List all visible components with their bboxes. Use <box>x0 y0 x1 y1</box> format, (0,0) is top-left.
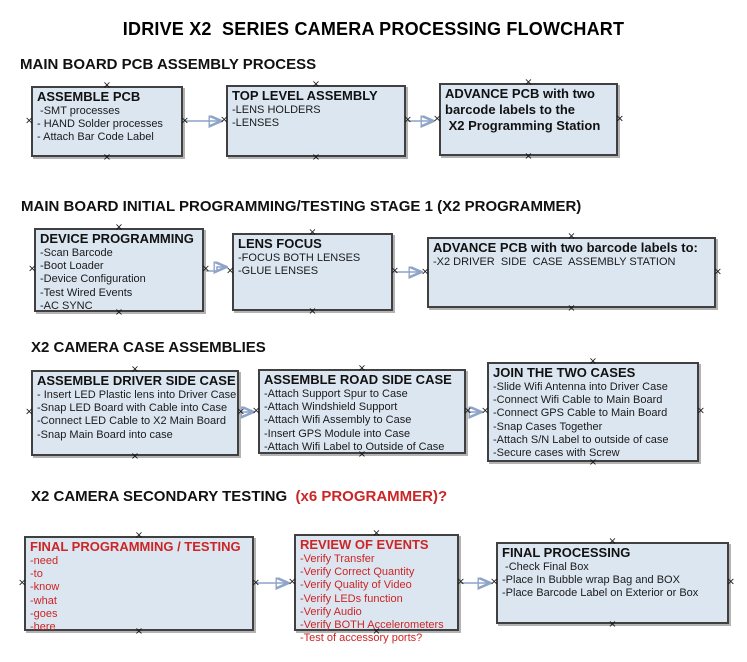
box-device-programming[interactable]: ×××× DEVICE PROGRAMMING -Scan Barcode-Bo… <box>28 223 210 318</box>
box-items: -Slide Wifi Antenna into Driver Case-Con… <box>493 381 694 460</box>
box-items: -LENS HOLDERS-LENSES <box>232 104 401 130</box>
box-item: -Attach Wifi Label to Outside of Case <box>264 440 445 453</box>
box-title: TOP LEVEL ASSEMBLY <box>232 88 378 103</box>
box-item: -Snap Main Board into case <box>37 428 173 441</box>
box-item: -GLUE LENSES <box>238 265 319 278</box>
box-item: -Test of accessory ports? <box>300 632 423 645</box>
section-heading-red-part: (x6 PROGRAMMER)? <box>291 488 448 505</box>
box-items: -need-to-know-what-goes-here <box>30 555 249 634</box>
box-items: -SMT processes- HAND Solder processes- A… <box>37 105 178 145</box>
box-item: -Device Configuration <box>40 273 146 286</box>
box-item: -Snap LED Board with Cable into Case <box>37 402 228 415</box>
box-item: -Insert GPS Module into Case <box>264 427 411 440</box>
section-heading-initial-programming: MAIN BOARD INITIAL PROGRAMMING/TESTING S… <box>21 198 582 215</box>
box-items: -X2 DRIVER SIDE CASE ASSEMBLY STATION <box>433 256 711 269</box>
box-item: -Check Final Box <box>502 561 589 573</box>
box-item: -LENSES <box>232 117 280 130</box>
box-item: -Slide Wifi Antenna into Driver Case <box>493 381 668 393</box>
section-heading-case-assemblies: X2 CAMERA CASE ASSEMBLIES <box>31 339 266 356</box>
box-assemble-road-side-case[interactable]: ×××× ASSEMBLE ROAD SIDE CASE -Attach Sup… <box>252 364 472 460</box>
box-assemble-driver-side-case[interactable]: ×××× ASSEMBLE DRIVER SIDE CASE - Insert … <box>25 365 245 462</box>
box-item: -Attach S/N Label to outside of case <box>493 433 669 446</box>
box-item: -AC SYNC <box>40 299 93 312</box>
box-lens-focus[interactable]: ×××× LENS FOCUS -FOCUS BOTH LENSES-GLUE … <box>226 228 399 317</box>
box-items: -Verify Transfer-Verify Correct Quantity… <box>300 553 454 645</box>
box-item: -here <box>30 621 56 634</box>
box-item: -Connect Wifi Cable to Main Board <box>493 394 663 407</box>
box-item: -SMT processes <box>37 105 120 117</box>
box-item: -Verify Transfer <box>300 553 375 565</box>
box-title: ADVANCE PCB with two barcode labels to t… <box>445 86 601 133</box>
box-title: REVIEW OF EVENTS <box>300 537 429 552</box>
box-advance-pcb-driver-side-station[interactable]: ×××× ADVANCE PCB with two barcode labels… <box>421 232 722 314</box>
box-title: ASSEMBLE ROAD SIDE CASE <box>264 372 452 387</box>
box-item: -what <box>30 594 57 607</box>
box-item: -Verify BOTH Accelerometers <box>300 619 444 632</box>
section-heading-pcb-assembly: MAIN BOARD PCB ASSEMBLY PROCESS <box>20 56 317 73</box>
box-item: -Connect GPS Cable to Main Board <box>493 407 668 420</box>
box-item: -Test Wired Events <box>40 286 133 299</box>
box-title: FINAL PROGRAMMING / TESTING <box>30 539 241 554</box>
box-final-processing[interactable]: ×××× FINAL PROCESSING -Check Final Box-P… <box>490 537 735 630</box>
page-title: IDRIVE X2 SERIES CAMERA PROCESSING FLOWC… <box>122 19 625 39</box>
box-title: LENS FOCUS <box>238 236 322 251</box>
box-item: -need <box>30 555 59 567</box>
box-title: ADVANCE PCB with two barcode labels to: <box>433 240 698 255</box>
box-item: -Place In Bubble wrap Bag and BOX <box>502 574 680 587</box>
box-item: -Scan Barcode <box>40 247 113 259</box>
box-item: -FOCUS BOTH LENSES <box>238 252 361 264</box>
box-title: FINAL PROCESSING <box>502 545 631 560</box>
box-item: -Place Barcode Label on Exterior or Box <box>502 587 699 600</box>
box-final-programming-testing[interactable]: ×××× FINAL PROGRAMMING / TESTING -need-t… <box>18 531 260 637</box>
box-item: - Insert LED Plastic lens into Driver Ca… <box>37 389 237 401</box>
box-item: -Verify LEDs function <box>300 592 403 605</box>
box-items: - Insert LED Plastic lens into Driver Ca… <box>37 389 237 442</box>
box-item: -goes <box>30 607 58 620</box>
box-item: -Verify Quality of Video <box>300 579 412 592</box>
box-title: JOIN THE TWO CASES <box>493 365 636 380</box>
box-join-the-two-cases[interactable]: ×××× JOIN THE TWO CASES -Slide Wifi Ante… <box>481 357 705 468</box>
box-item: -Verify Correct Quantity <box>300 566 415 579</box>
box-item: -X2 DRIVER SIDE CASE ASSEMBLY STATION <box>433 256 676 268</box>
box-item: -Attach Windshield Support <box>264 401 398 414</box>
box-title: ASSEMBLE PCB <box>37 89 141 104</box>
box-item: - HAND Solder processes <box>37 118 163 131</box>
section-heading-black-part: X2 CAMERA SECONDARY TESTING <box>31 488 292 505</box>
box-title: DEVICE PROGRAMMING <box>40 231 194 246</box>
box-top-level-assembly[interactable]: ×××× TOP LEVEL ASSEMBLY -LENS HOLDERS-LE… <box>220 80 412 163</box>
box-item: -Connect LED Cable to X2 Main Board <box>37 415 226 428</box>
box-review-of-events[interactable]: ×××× REVIEW OF EVENTS -Verify Transfer-V… <box>288 529 465 645</box>
box-advance-pcb-programming-station[interactable]: ×××× ADVANCE PCB with two barcode labels… <box>433 78 624 162</box>
box-item: -know <box>30 581 60 594</box>
box-title: ASSEMBLE DRIVER SIDE CASE <box>37 373 236 388</box>
box-assemble-pcb[interactable]: ×××× ASSEMBLE PCB -SMT processes- HAND S… <box>25 81 189 163</box>
box-item: -Verify Audio <box>300 605 362 618</box>
section-heading-secondary-testing: X2 CAMERA SECONDARY TESTING (x6 PROGRAMM… <box>31 488 447 505</box>
box-items: -Check Final Box-Place In Bubble wrap Ba… <box>502 561 724 601</box>
box-item: -to <box>30 568 43 581</box>
box-item: -Secure cases with Screw <box>493 447 620 460</box>
box-item: -Snap Cases Together <box>493 420 603 433</box>
box-item: -LENS HOLDERS <box>232 104 321 116</box>
flow-arrow[interactable] <box>204 267 224 271</box>
box-items: -FOCUS BOTH LENSES-GLUE LENSES <box>238 252 388 278</box>
box-item: -Attach Support Spur to Case <box>264 388 408 400</box>
box-items: -Scan Barcode-Boot Loader-Device Configu… <box>40 247 199 313</box>
box-item: -Attach Wifi Assembly to Case <box>264 414 412 427</box>
box-items: -Attach Support Spur to Case-Attach Wind… <box>264 388 461 454</box>
box-item: - Attach Bar Code Label <box>37 131 154 144</box>
box-item: -Boot Loader <box>40 260 104 273</box>
